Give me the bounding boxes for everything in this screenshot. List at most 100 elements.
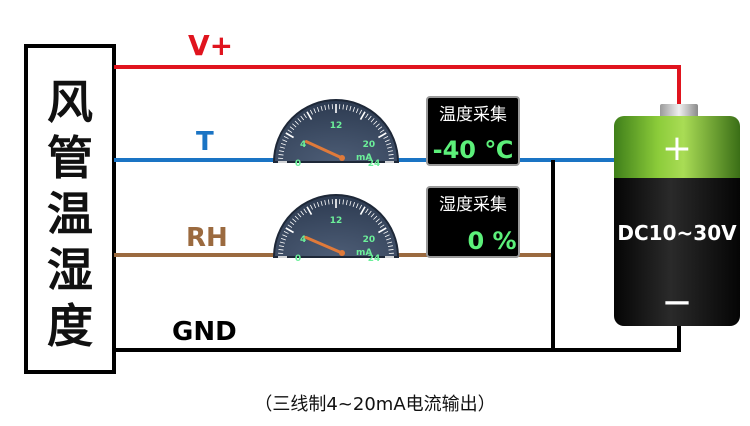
gauge-tick [370, 118, 375, 123]
gauge-tick [345, 200, 348, 206]
gauge-tick [352, 201, 356, 207]
gauge-needle [304, 140, 344, 160]
gauge-tick [287, 224, 293, 228]
battery-negative: — [664, 287, 690, 317]
gauge-tick [324, 105, 327, 111]
gauge-tick [287, 129, 293, 133]
gauge-tick [359, 111, 366, 120]
gauge-tick [342, 104, 344, 110]
gauge-tick [355, 108, 359, 114]
battery-positive: + [662, 128, 692, 169]
gauge-tick [377, 221, 383, 226]
sensor-title: 风管温湿度 [47, 75, 93, 353]
battery-cap [660, 104, 698, 118]
humidity-display-value: 0 % [467, 227, 516, 255]
gauge-tick [345, 105, 348, 111]
gauge-tick [349, 105, 352, 111]
gauge-tick [320, 105, 323, 111]
label-power: V+ [188, 29, 233, 62]
gauge-scale-label: 20 [363, 235, 376, 245]
label-temperature: T [196, 127, 214, 157]
gauge-tick [359, 204, 363, 210]
gauge-tick [384, 139, 390, 143]
gauge-tick [309, 204, 313, 210]
wires [114, 65, 681, 352]
sensor-title-char: 湿 [47, 243, 93, 297]
humidity-display-title: 湿度采集 [439, 195, 507, 215]
gauge-tick [306, 206, 313, 215]
gauge-tick [289, 221, 295, 226]
battery-top [614, 116, 740, 198]
gauge-tick [377, 126, 383, 131]
gauge-tick [386, 237, 392, 241]
humidity-display: 湿度采集 0 % [426, 186, 520, 258]
label-ground: GND [172, 317, 237, 347]
gauge-tick [328, 104, 330, 110]
gauge-tick [316, 106, 320, 112]
sensor-box [24, 44, 116, 374]
gauge-tick [387, 150, 393, 153]
label-humidity: RH [186, 223, 228, 253]
gauge-tick [309, 109, 313, 115]
gauge-tick [285, 227, 294, 234]
gauge-tick [278, 154, 284, 156]
gauge-needle [304, 235, 344, 255]
power-wire [114, 65, 681, 104]
gauge-scale-label: 24 [368, 159, 381, 169]
gauge-tick [367, 210, 372, 216]
gauge-tick [280, 237, 286, 241]
gauge-tick [355, 203, 359, 209]
gauge-tick [365, 113, 369, 119]
gauge-tick [283, 135, 289, 139]
gauge-tick [316, 201, 320, 207]
caption: （三线制4~20mA电流输出） [254, 394, 496, 415]
gauge-hub [339, 155, 345, 161]
gauge-scale-label: 12 [330, 121, 343, 131]
gauge-tick [279, 150, 285, 153]
gauge-tick [328, 199, 330, 205]
gauge-tick [370, 213, 375, 218]
gauge-tick [373, 120, 378, 125]
battery-body [614, 178, 740, 326]
gauge-tick [278, 249, 284, 251]
gauge-scale-label: 12 [330, 216, 343, 226]
gauge-scale-label: 4 [300, 235, 306, 245]
gauge-tick [282, 139, 288, 143]
gauge-tick [388, 154, 394, 156]
gauge-tick [387, 245, 393, 248]
gauge-tick [375, 218, 380, 223]
gauge-scale-label: 4 [300, 140, 306, 150]
temperature-display-title: 温度采集 [439, 105, 507, 125]
gauge-tick [378, 132, 387, 139]
gauge-tick [342, 199, 344, 205]
gauge-tick [313, 203, 317, 209]
gauge-scale-label: 24 [368, 254, 381, 264]
gauge-tick [349, 200, 352, 206]
gauge-tick [279, 245, 285, 248]
gauge-tick [285, 132, 294, 139]
gauge-tick [294, 120, 299, 125]
gauge-tick [282, 234, 288, 238]
gauge-hub [339, 250, 345, 256]
gauge-tick [367, 115, 372, 121]
gauge-tick [300, 115, 305, 121]
gauge-tick [324, 200, 327, 206]
gauge-tick [300, 210, 305, 216]
gauge-tick [313, 108, 317, 114]
gauge-tick [359, 109, 363, 115]
gauge-unit: mA [356, 248, 372, 258]
gauge-tick [292, 218, 297, 223]
gauge-tick [359, 206, 366, 215]
gauge-tick [387, 241, 393, 244]
gauge-tick [375, 123, 380, 128]
gauge-tick [379, 129, 385, 133]
gauge-tick [320, 200, 323, 206]
gauge-tick [383, 135, 389, 139]
temperature-display-value: -40 ℃ [433, 136, 514, 164]
gauge-tick [279, 146, 285, 149]
gauge-tick [297, 118, 302, 123]
temperature-display: 温度采集 -40 ℃ [426, 96, 520, 166]
